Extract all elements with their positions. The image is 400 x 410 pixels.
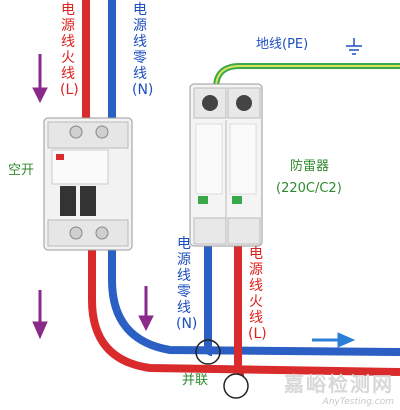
spd-name-label: 防雷器 (290, 159, 330, 174)
live-wire-breaker-out (88, 250, 400, 376)
neutral-wire-breaker-out (108, 250, 400, 356)
watermark-en: AnyTesting.com (322, 397, 394, 407)
parallel-label: 并联 (182, 373, 209, 388)
earth-label: 地线(PE) (256, 37, 309, 52)
spd-model-label: (220C/C2) (276, 181, 342, 196)
spd-device (189, 83, 263, 247)
live-bottom-label: 电源线火线(L) (248, 246, 267, 342)
arrow-down-bottom (32, 290, 48, 340)
watermark-cn: 嘉峪检测网 (284, 372, 394, 396)
neutral-bottom-label: 电源线零线(N) (176, 236, 198, 332)
arrow-down-top (32, 54, 48, 104)
live-wire-spd (234, 246, 245, 376)
junction-neutral (195, 339, 221, 365)
breaker-device (43, 117, 133, 251)
neutral-wire-spd (204, 246, 213, 356)
junction-live (223, 373, 249, 399)
live-top-label: 电源线火线(L) (60, 2, 79, 98)
breaker-label: 空开 (8, 163, 35, 178)
arrow-right (312, 332, 356, 348)
arrow-down-mid (138, 286, 154, 332)
watermark: 嘉峪检测网 AnyTesting.com (284, 368, 394, 407)
earth-ground-icon (346, 38, 362, 55)
neutral-top-label: 电源线零线(N) (132, 2, 154, 98)
